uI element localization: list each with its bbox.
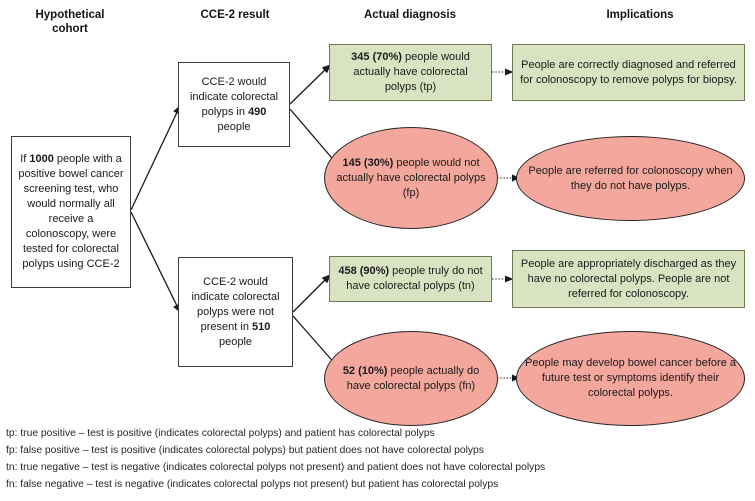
column-heading-cce2-result: CCE-2 result: [200, 9, 270, 21]
node-implication-true-negative[interactable]: People are appropriately discharged as t…: [512, 250, 745, 308]
node-cce2-negative-result-text: CCE-2 would indicate colorectal polyps w…: [191, 275, 280, 348]
legend-item-fn: fn: false negative – test is negative (i…: [6, 479, 499, 490]
node-implication-false-negative[interactable]: People may develop bowel cancer before a…: [516, 331, 745, 426]
node-cce2-negative-result[interactable]: CCE-2 would indicate colorectal polyps w…: [178, 257, 293, 367]
node-false-positive[interactable]: 145 (30%) people would not actually have…: [324, 127, 498, 229]
legend-item-tn: tn: true negative – test is negative (in…: [6, 462, 546, 473]
node-true-negative-text: 458 (90%) people truly do not have color…: [338, 265, 483, 292]
node-hypothetical-cohort[interactable]: If 1000 people with a positive bowel can…: [11, 136, 131, 288]
column-heading-implications: Implications: [606, 9, 674, 21]
node-implication-false-negative-text: People may develop bowel cancer before a…: [525, 357, 736, 399]
node-true-positive[interactable]: 345 (70%) people would actually have col…: [329, 44, 492, 101]
node-implication-true-positive[interactable]: People are correctly diagnosed and refer…: [512, 44, 745, 101]
node-true-positive-text: 345 (70%) people would actually have col…: [351, 51, 470, 93]
node-false-negative[interactable]: 52 (10%) people actually do have colorec…: [324, 331, 498, 426]
node-implication-true-positive-text: People are correctly diagnosed and refer…: [520, 58, 737, 86]
legend-item-tp: tp: true positive – test is positive (in…: [6, 428, 435, 439]
node-cce2-positive-result-text: CCE-2 would indicate colorectal polyps i…: [189, 75, 279, 133]
node-hypothetical-cohort-text: If 1000 people with a positive bowel can…: [18, 153, 124, 270]
column-heading-line1: Hypothetical: [35, 9, 105, 21]
node-cce2-positive-result[interactable]: CCE-2 would indicate colorectal polyps i…: [178, 62, 290, 147]
legend-item-fp: fp: false positive – test is positive (i…: [6, 445, 484, 456]
node-implication-true-negative-text: People are appropriately discharged as t…: [520, 257, 737, 300]
node-false-positive-text: 145 (30%) people would not actually have…: [336, 156, 486, 199]
node-false-negative-text: 52 (10%) people actually do have colorec…: [342, 364, 480, 392]
column-heading-actual-diagnosis: Actual diagnosis: [363, 9, 457, 21]
node-implication-false-positive[interactable]: People are referred for colonoscopy when…: [516, 136, 745, 221]
legend-footnotes: tp: true positive – test is positive (in…: [6, 425, 751, 493]
node-true-negative[interactable]: 458 (90%) people truly do not have color…: [329, 256, 492, 302]
node-implication-false-positive-text: People are referred for colonoscopy when…: [528, 164, 733, 192]
column-heading-line2: cohort: [52, 23, 88, 35]
column-heading-hypothetical-cohort: Hypothetical cohort: [10, 8, 130, 36]
